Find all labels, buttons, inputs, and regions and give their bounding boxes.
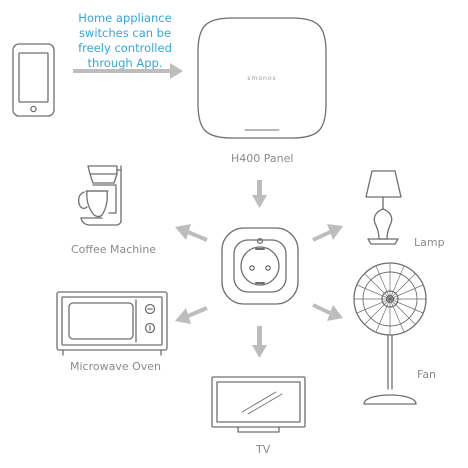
- arrow-to-lamp: [312, 224, 343, 242]
- callout-line-4: through App.: [87, 56, 163, 70]
- microwave-oven-label: Microwave Oven: [70, 360, 162, 373]
- coffee-machine-label: Coffee Machine: [71, 243, 157, 256]
- callout-text: Home appliance switches can be freely co…: [64, 11, 186, 71]
- smart-socket: [221, 227, 299, 305]
- arrow-to-tv: [252, 326, 267, 358]
- microwave-oven-icon: [56, 291, 168, 356]
- arrow-to-coffee-machine: [175, 224, 208, 242]
- tv-label: TV: [256, 443, 271, 456]
- fan-icon: [353, 262, 427, 405]
- h400-panel-hub: smonos: [197, 17, 327, 139]
- arrow-to-microwave: [175, 306, 208, 324]
- hub-label: H400 Panel: [231, 152, 294, 165]
- fan-label: Fan: [417, 368, 437, 381]
- lamp-icon: [365, 170, 402, 245]
- arrow-to-fan: [312, 303, 343, 321]
- hub-to-socket-arrow: [252, 180, 267, 208]
- lamp-label: Lamp: [414, 236, 445, 249]
- tv-icon: [211, 376, 306, 433]
- phone-to-hub-arrow: [73, 63, 183, 79]
- smartphone-icon: [12, 43, 55, 117]
- callout-line-2: switches can be: [78, 26, 172, 40]
- callout-line-1: Home appliance: [78, 11, 172, 25]
- hub-brand-text: smonos: [247, 75, 276, 82]
- coffee-machine-icon: [77, 165, 122, 226]
- callout-line-3: freely controlled: [78, 41, 172, 55]
